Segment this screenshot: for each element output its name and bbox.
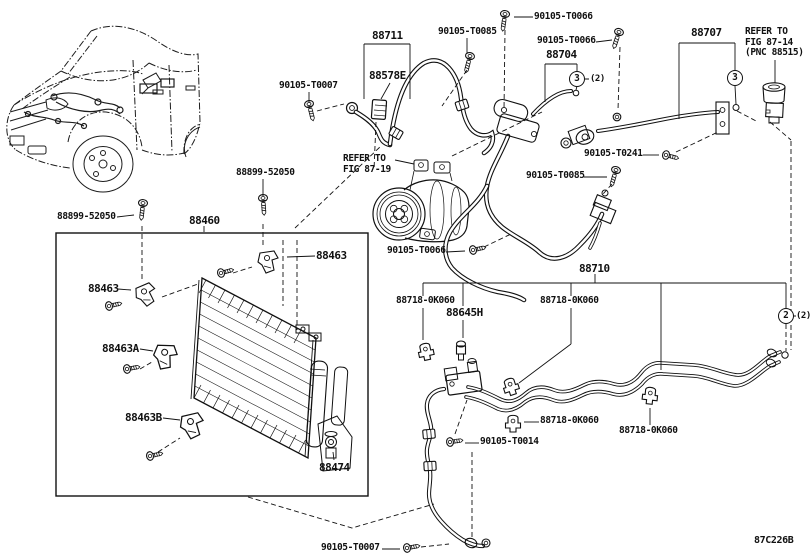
part-label: 88463B bbox=[125, 411, 162, 424]
part-label: 90105-T0066 bbox=[537, 35, 596, 46]
part-label: 88645H bbox=[446, 306, 483, 319]
connector-88578E-shape bbox=[370, 99, 388, 120]
receiver-tank bbox=[305, 360, 349, 448]
pipe-bracket bbox=[715, 101, 730, 135]
part-label: 88463 bbox=[88, 282, 119, 295]
part-label: 88711 bbox=[372, 29, 403, 42]
part-88474-shape bbox=[317, 415, 353, 472]
leader-lines bbox=[116, 16, 796, 550]
part-label: 90105-T0007 bbox=[321, 542, 380, 553]
callout-circle-3: 3 bbox=[569, 71, 585, 87]
part-label: 88578E bbox=[369, 69, 406, 82]
part-label: 88718-0K060 bbox=[540, 295, 599, 306]
callout-qty: (2) bbox=[590, 74, 605, 84]
clamp-right-shape bbox=[641, 386, 659, 406]
condenser-assembly-box bbox=[55, 232, 369, 497]
bracket-88463-left bbox=[132, 281, 160, 309]
dashed-reference-lines bbox=[139, 29, 792, 548]
pipe-fitting-mid bbox=[588, 189, 617, 250]
engine-bay-ac-lines bbox=[23, 78, 175, 130]
part-label: 90105-T0014 bbox=[480, 436, 539, 447]
clamp-far-left-shape bbox=[416, 341, 436, 362]
liquid-pipes-88710 bbox=[464, 348, 789, 413]
part-label: 88718-0K060 bbox=[540, 415, 599, 426]
part-label: 88463A bbox=[102, 342, 139, 355]
pipe-88704 bbox=[531, 89, 573, 116]
part-label: 90105-T0085 bbox=[438, 26, 497, 37]
callout-circle-2: 2 bbox=[778, 308, 794, 324]
part-label: 90105-T0066 bbox=[387, 245, 446, 256]
clamp-mid-low-shape bbox=[504, 414, 522, 433]
part-label: 90105-T0085 bbox=[526, 170, 585, 181]
sensor-88645H-shape bbox=[455, 340, 467, 361]
fastener-bolts bbox=[104, 9, 681, 554]
group-frame bbox=[55, 232, 369, 497]
clamp-mid-shape bbox=[500, 375, 522, 398]
bracket-88463B-shape bbox=[178, 411, 206, 441]
part-label: 88899-52050 bbox=[57, 211, 116, 222]
part-label: 90105-T0241 bbox=[584, 148, 643, 159]
hose-crimp bbox=[454, 98, 470, 112]
port bbox=[781, 351, 789, 359]
pipe-88707 bbox=[560, 101, 740, 149]
receiver-drier-88515 bbox=[762, 82, 786, 124]
port bbox=[572, 89, 580, 97]
bracket-88463-right bbox=[257, 250, 279, 274]
part-label: 88460 bbox=[189, 214, 220, 227]
part-label: 88707 bbox=[691, 26, 722, 39]
part-label: 88718-0K060 bbox=[396, 295, 455, 306]
part-label: 88899-52050 bbox=[236, 167, 295, 178]
diagram-code: 87C226B bbox=[754, 535, 794, 546]
bracket-88463A-shape bbox=[150, 341, 180, 373]
part-label: 90105-T0007 bbox=[279, 80, 338, 91]
part-label: 88718-0K060 bbox=[619, 425, 678, 436]
part-label: 90105-T0066 bbox=[534, 11, 593, 22]
condenser-core bbox=[190, 276, 322, 460]
part-label: 88463 bbox=[316, 249, 347, 262]
pipe-junction-block bbox=[443, 358, 483, 396]
callout-circle-3: 3 bbox=[727, 70, 743, 86]
port bbox=[732, 104, 740, 111]
manifold-flange-88704 bbox=[493, 98, 540, 143]
hose-crimp bbox=[423, 460, 437, 472]
part-label: 88704 bbox=[546, 48, 577, 61]
part-label: 88474 bbox=[319, 461, 350, 474]
callout-qty: (2) bbox=[796, 311, 811, 321]
refer-note: REFER TO FIG 87-19 bbox=[343, 153, 391, 175]
vehicle-sketch bbox=[6, 25, 202, 193]
part-label: 88710 bbox=[579, 262, 610, 275]
compressor bbox=[372, 159, 470, 243]
hose-crimp bbox=[422, 428, 436, 440]
suction-hose bbox=[443, 133, 605, 303]
refer-note: REFER TO FIG 87-14 (PNC 88515) bbox=[745, 26, 804, 58]
